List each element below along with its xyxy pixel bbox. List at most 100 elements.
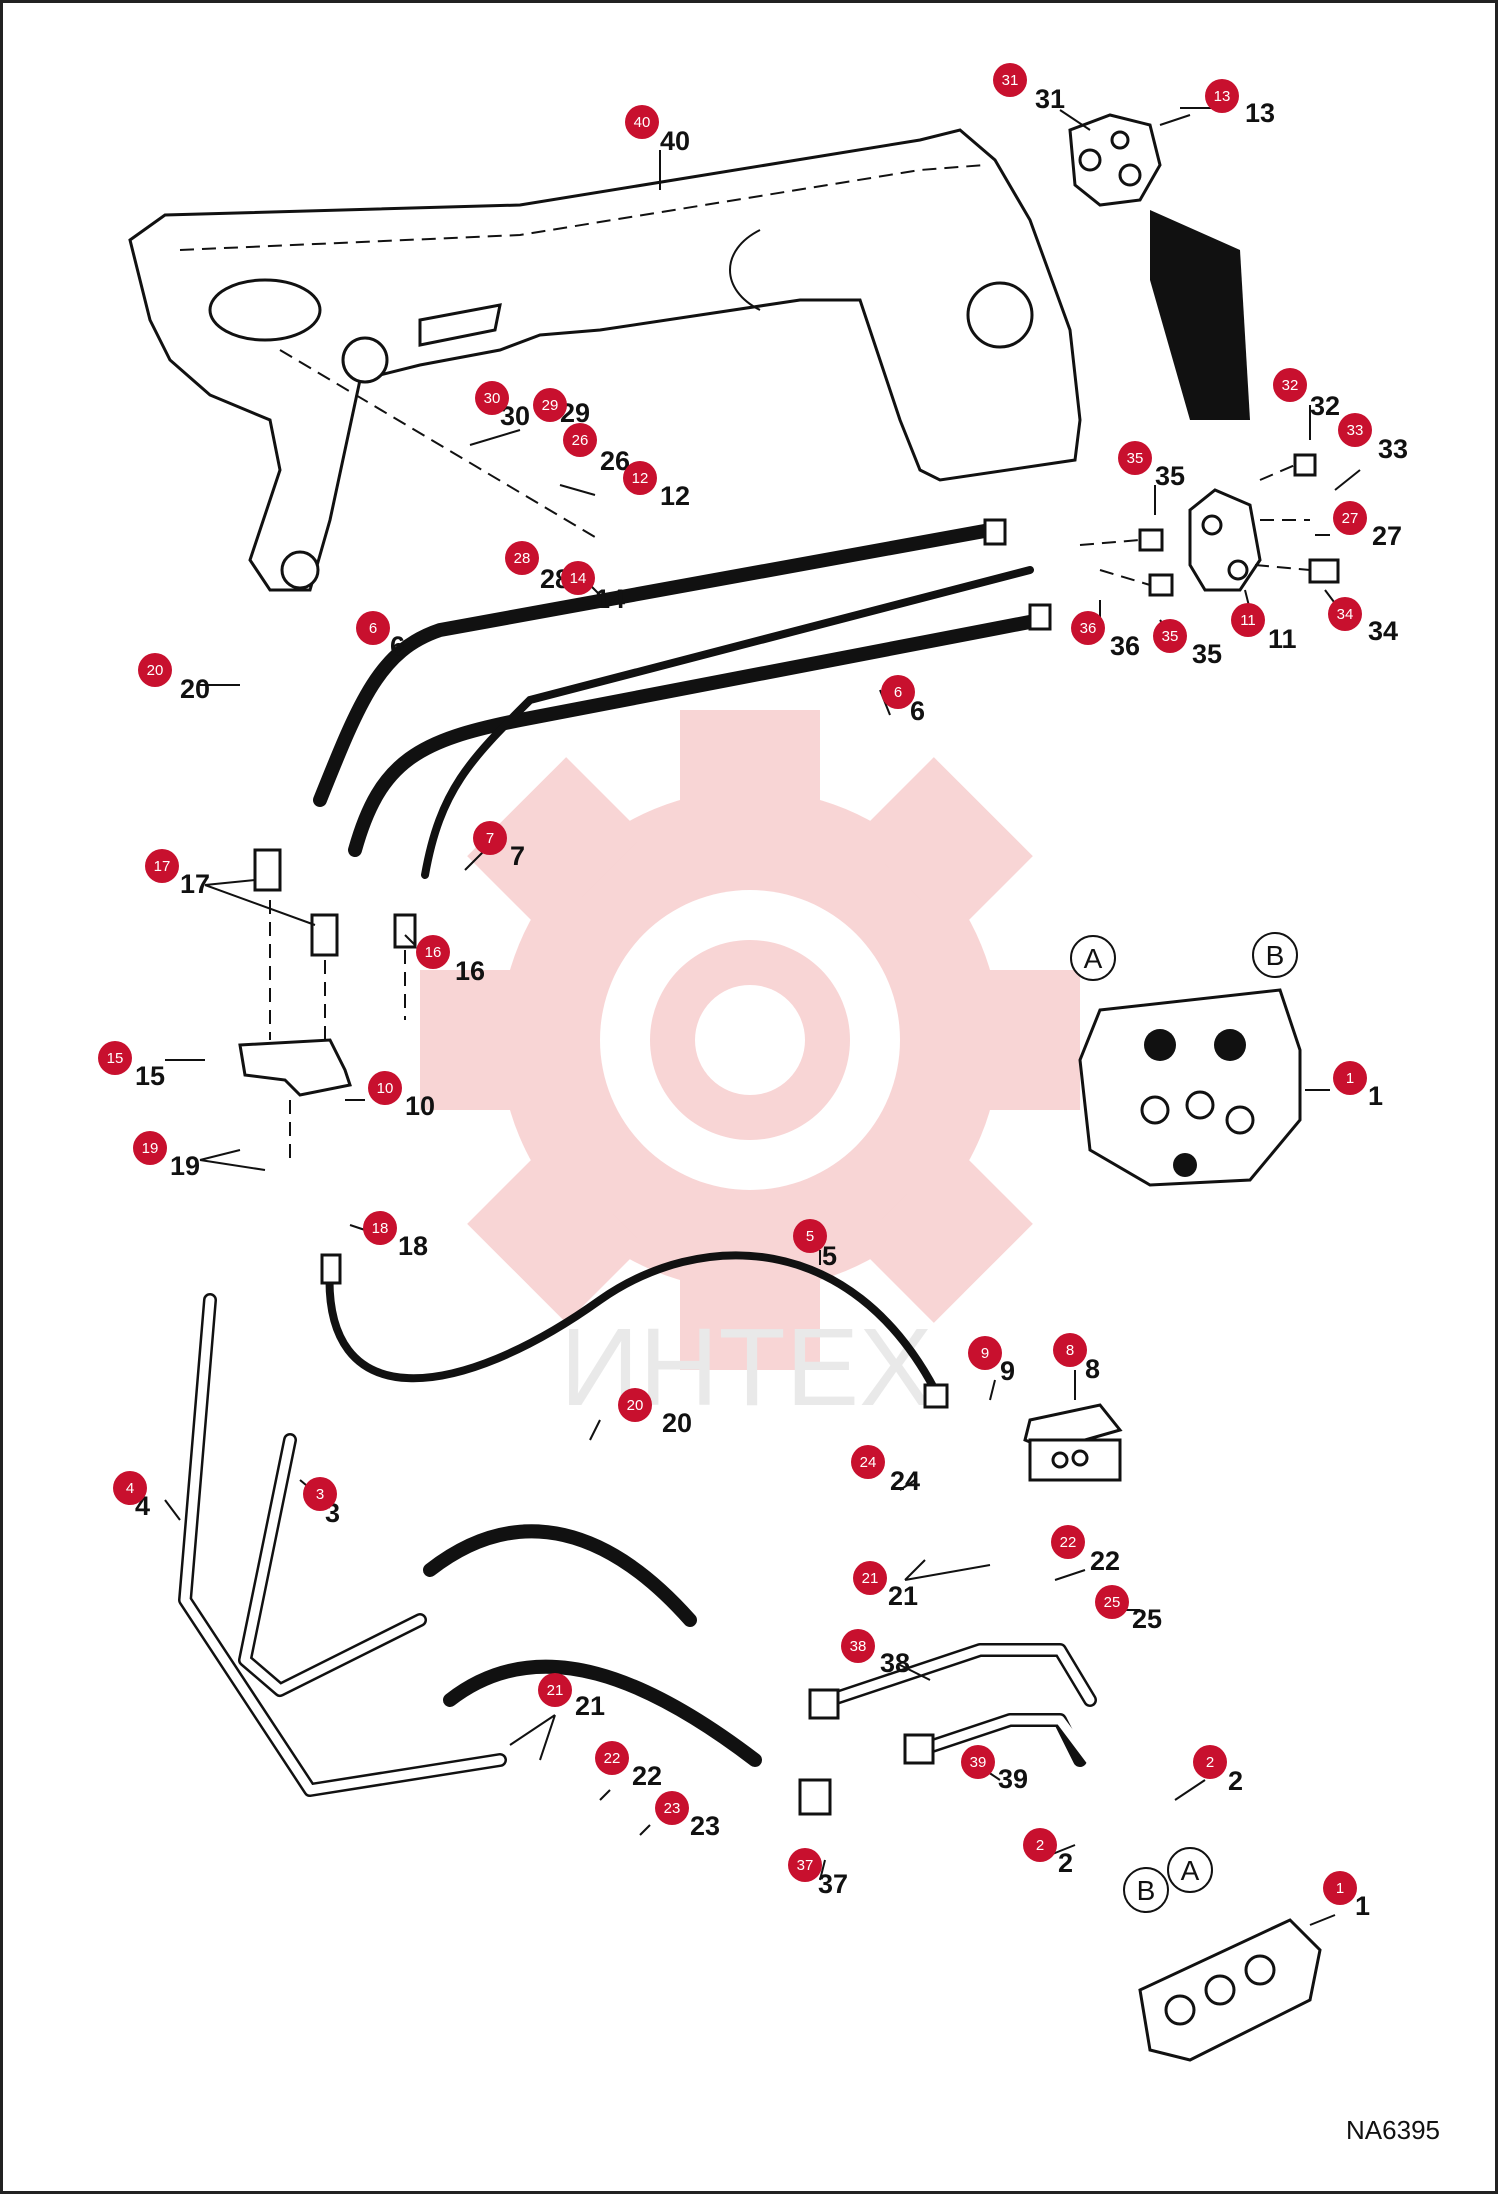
callout-number: 27 [1372, 521, 1402, 551]
callout-badge-number: 1 [1336, 1880, 1344, 1897]
port-label-circle [1070, 935, 1116, 981]
callout-badge-number: 20 [147, 662, 164, 679]
callout-number: 36 [1110, 631, 1140, 661]
callout-badge-number: 15 [107, 1050, 124, 1067]
callout-badge [793, 1219, 827, 1253]
callout-number: 22 [1090, 1546, 1120, 1576]
callout-number: 9 [1000, 1356, 1015, 1386]
callout-badge-number: 27 [1342, 510, 1359, 527]
callout-badge-number: 5 [806, 1228, 814, 1245]
callout-c22a: 22 22 [1051, 1525, 1120, 1576]
callout-c6a: 66 [356, 611, 405, 661]
callout-badge [1333, 1061, 1367, 1095]
callout-c23: 23 23 [655, 1791, 720, 1841]
callout-number: 38 [880, 1648, 910, 1678]
callout-c2a: 22 [1193, 1745, 1243, 1796]
port-label-text: A [1181, 1855, 1200, 1886]
quick-coupler-block [1068, 113, 1250, 420]
callout-badge-number: 18 [372, 1220, 389, 1237]
callout-badge-number: 31 [1002, 72, 1019, 89]
callout-badge [1231, 603, 1265, 637]
callout-c27: 27 27 [1333, 501, 1402, 551]
callout-badge [851, 1445, 885, 1479]
callout-number: 6 [390, 631, 405, 661]
callout-badge [1273, 368, 1307, 402]
callout-number: 40 [660, 126, 690, 156]
callout-number: 2 [1058, 1848, 1073, 1878]
callout-c38: 38 38 [841, 1629, 910, 1678]
callout-c5: 55 [793, 1219, 837, 1271]
callout-number: 24 [890, 1466, 920, 1496]
callout-number: 23 [690, 1811, 720, 1841]
callout-badge-number: 21 [547, 1682, 564, 1699]
callout-badge [968, 1336, 1002, 1370]
callout-badge [655, 1791, 689, 1825]
callout-badge-number: 29 [542, 397, 559, 414]
callout-badge-number: 16 [425, 944, 442, 961]
callout-badge-number: 26 [572, 432, 589, 449]
callout-badge [841, 1629, 875, 1663]
callout-badge-number: 6 [369, 620, 377, 637]
control-valve-lower [1138, 1918, 1322, 2062]
callout-badge-number: 33 [1347, 422, 1364, 439]
callout-badge [416, 935, 450, 969]
callout-badge-number: 38 [850, 1638, 867, 1655]
port-label-pA1: A [1070, 935, 1116, 981]
callout-badge-number: 13 [1214, 88, 1231, 105]
callout-badge-number: 25 [1104, 1594, 1121, 1611]
callout-badge [1333, 501, 1367, 535]
callout-number: 37 [818, 1869, 848, 1899]
callout-number: 5 [822, 1241, 837, 1271]
callout-number: 20 [662, 1408, 692, 1438]
callout-badge-number: 28 [514, 550, 531, 567]
callout-number: 10 [405, 1091, 435, 1121]
callout-badge [881, 675, 915, 709]
callout-number: 34 [1368, 616, 1398, 646]
callout-badge [1328, 597, 1362, 631]
callout-number: 11 [1268, 624, 1297, 654]
hose-5 [325, 1251, 939, 1394]
callout-badge-number: 22 [1060, 1534, 1077, 1551]
callout-badge [133, 1131, 167, 1165]
callout-badge-number: 23 [664, 1800, 681, 1817]
callout-c7: 77 [473, 821, 525, 871]
port-label-pB2: B [1123, 1867, 1169, 1913]
callout-badge-number: 10 [377, 1080, 394, 1097]
diagram-reference-code: NA6395 [1346, 2115, 1440, 2145]
port-label-circle [1252, 932, 1298, 978]
hose-7 [421, 566, 1034, 879]
callout-number: 32 [1310, 391, 1340, 421]
callout-badge-number: 2 [1206, 1754, 1214, 1771]
callout-number: 22 [632, 1761, 662, 1791]
hose-6-upper [313, 523, 997, 807]
callout-badge [113, 1471, 147, 1505]
callout-badge-number: 8 [1066, 1342, 1074, 1359]
callout-badge [473, 821, 507, 855]
callout-badge-number: 4 [126, 1480, 134, 1497]
callout-badge-number: 17 [154, 858, 171, 875]
callout-badge [475, 381, 509, 415]
callout-c3: 33 [303, 1477, 340, 1528]
callout-badge-number: 40 [634, 114, 651, 131]
callout-number: 18 [398, 1231, 428, 1261]
callout-number: 7 [510, 841, 525, 871]
port-label-circle [1167, 1847, 1213, 1893]
callout-number: 31 [1035, 84, 1065, 114]
callout-badge-number: 9 [981, 1345, 989, 1362]
callout-number: 35 [1192, 639, 1222, 669]
callout-number: 21 [888, 1581, 918, 1611]
